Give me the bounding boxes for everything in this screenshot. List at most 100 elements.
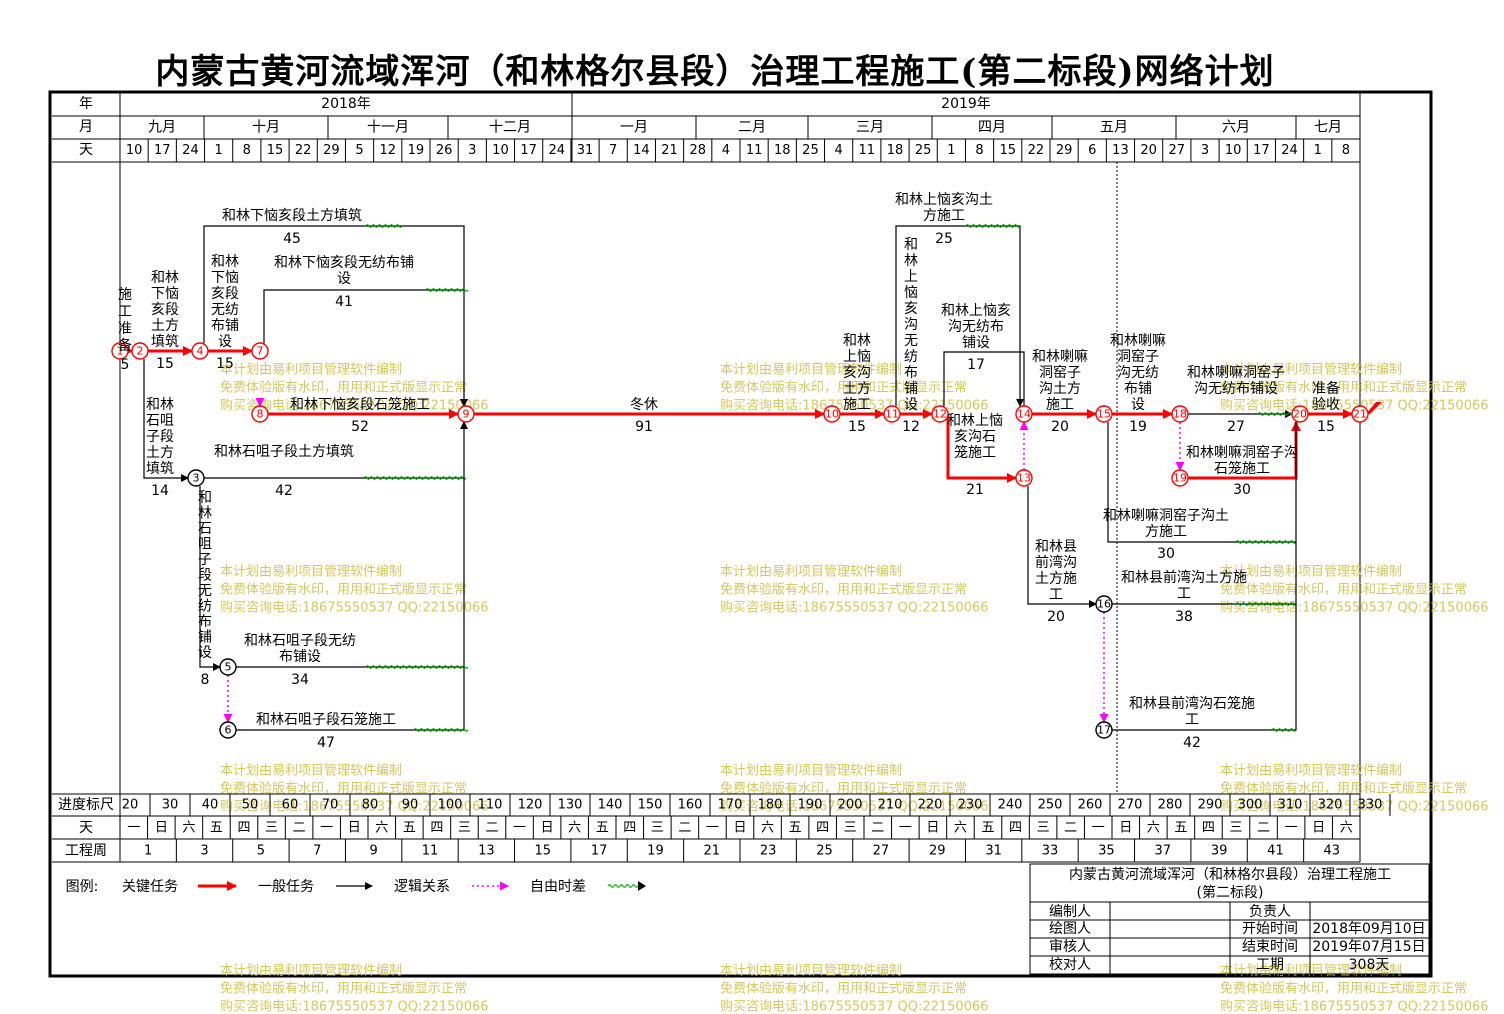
watermark-text: 购买咨询电话:18675550537 QQ:22150066 [220,999,489,1014]
week-label: 23 [760,844,777,859]
watermark-text: 免费体验版有水印，用用和正式版显示正常 [720,781,967,797]
task-name: 和林 [151,270,179,286]
legend-normal-label: 一般任务 [258,879,314,895]
node-number: 16 [1097,598,1111,611]
task-name: 土方施 [1035,571,1077,587]
weekday-label: 四 [1009,821,1022,836]
node-7 [251,342,269,360]
day-label: 24 [549,143,566,158]
task-duration: 47 [317,735,335,751]
watermark-text: 免费体验版有水印，用用和正式版显示正常 [720,582,967,598]
task-name: 土方 [146,445,174,461]
task-name: 土方 [843,381,871,397]
watermark-text: 本计划由易利项目管理软件编制 [1220,964,1402,979]
page-title: 内蒙古黄河流域浑河（和林格尔县段）治理工程施工(第二标段)网络计划 [155,52,1275,92]
task-name: 洞窑子 [1039,364,1081,381]
weekday-label: 六 [1147,821,1160,836]
task-name: 布 [904,365,918,381]
week-label: 9 [369,844,377,859]
weekday-label: 一 [1092,821,1105,836]
watermark-text: 购买咨询电话:18675550537 QQ:22150066 [220,799,489,815]
day-label: 24 [1281,143,1298,158]
week-row-label: 工程周 [65,843,107,859]
task-name: 纺 [904,349,918,365]
day-label: 10 [1225,143,1242,158]
node-number: 1 [117,345,124,358]
week-label: 7 [313,844,321,859]
week-label: 43 [1324,844,1341,859]
weekday-label: 三 [458,821,471,836]
task-name: 和林上恼亥沟土 [895,192,993,208]
week-label: 33 [1042,844,1059,859]
task-name: 铺 [198,630,212,646]
task-labels: 施工准备5和林下恼亥段土方填筑15和林下恼亥段无纺布铺设15和林下恼亥段石笼施工… [118,192,1340,751]
month-label: 十二月 [489,120,531,136]
info-start-value: 2018年09月10日 [1312,921,1425,937]
free-float-line [363,476,467,480]
node-13 [1015,469,1033,487]
info-end-label: 结束时间 [1242,939,1298,955]
day-label: 13 [1112,143,1129,158]
weekday-label: 六 [182,821,195,836]
day-label: 11 [746,143,763,158]
weekday-label: 一 [1285,821,1298,836]
info-start-label: 开始时间 [1242,921,1298,937]
task-name: 洞窑子 [1117,348,1159,365]
task-arrow [946,414,1017,483]
node-number: 8 [257,408,264,421]
free-float-line [365,224,403,228]
info-responsible-label: 负责人 [1249,904,1291,920]
task-duration: 19 [1129,419,1147,435]
ruler-tick-label: 30 [162,798,179,813]
task-name: 咀 [198,537,212,553]
weekday-label: 日 [541,821,554,836]
node-number: 4 [197,345,204,358]
ruler-tick-label: 140 [598,798,623,813]
watermark-text: 本计划由易利项目管理软件编制 [220,565,402,580]
task-name: 工 [1049,587,1063,603]
year-label: 2019年 [941,96,991,112]
ruler-tick-label: 320 [1318,798,1343,813]
watermark-text: 购买咨询电话:18675550537 QQ:22150066 [1220,799,1489,815]
month-label: 一月 [620,120,648,136]
week-label: 19 [647,844,664,859]
task-duration: 5 [121,357,130,373]
day-label: 4 [834,143,842,158]
ruler-tick-label: 210 [878,798,903,813]
day-label: 24 [182,143,199,158]
legend-critical-label: 关键任务 [122,879,178,895]
ruler-tick-label: 110 [478,798,503,813]
day-label: 8 [975,143,983,158]
weekday-label: 二 [485,821,498,836]
ruler-tick-label: 220 [918,798,943,813]
month-label: 五月 [1100,120,1128,136]
weekday-label: 四 [1202,821,1215,836]
day-label: 1 [214,143,222,158]
weekday-label: 二 [1064,821,1077,836]
watermark-text: 购买咨询电话:18675550537 QQ:22150066 [720,398,989,414]
ruler-tick-label: 190 [798,798,823,813]
day-label: 18 [887,143,904,158]
weekday-label: 六 [1340,821,1353,836]
day-label: 27 [1169,143,1186,158]
info-checker-label: 校对人 [1049,956,1091,973]
weekday-label: 一 [706,821,719,836]
task-duration: 15 [216,356,234,372]
node-20 [1291,405,1309,423]
day-label: 29 [1056,143,1073,158]
task-name: 填筑 [146,461,174,477]
watermark-text: 购买咨询电话:18675550537 QQ:22150066 [720,999,989,1014]
task-name: 填筑 [151,334,179,350]
month-label: 四月 [978,120,1006,136]
task-name: 和林喇嘛 [1110,333,1166,349]
task-arrow [895,225,1024,407]
task-duration: 27 [1227,419,1245,435]
node-19 [1171,469,1189,487]
day-label: 15 [999,143,1016,158]
day-label: 17 [1253,143,1270,158]
task-arrow [263,289,464,343]
task-name: 林 [198,506,212,522]
node-number: 2 [137,345,144,358]
task-name: 和林 [843,333,871,349]
